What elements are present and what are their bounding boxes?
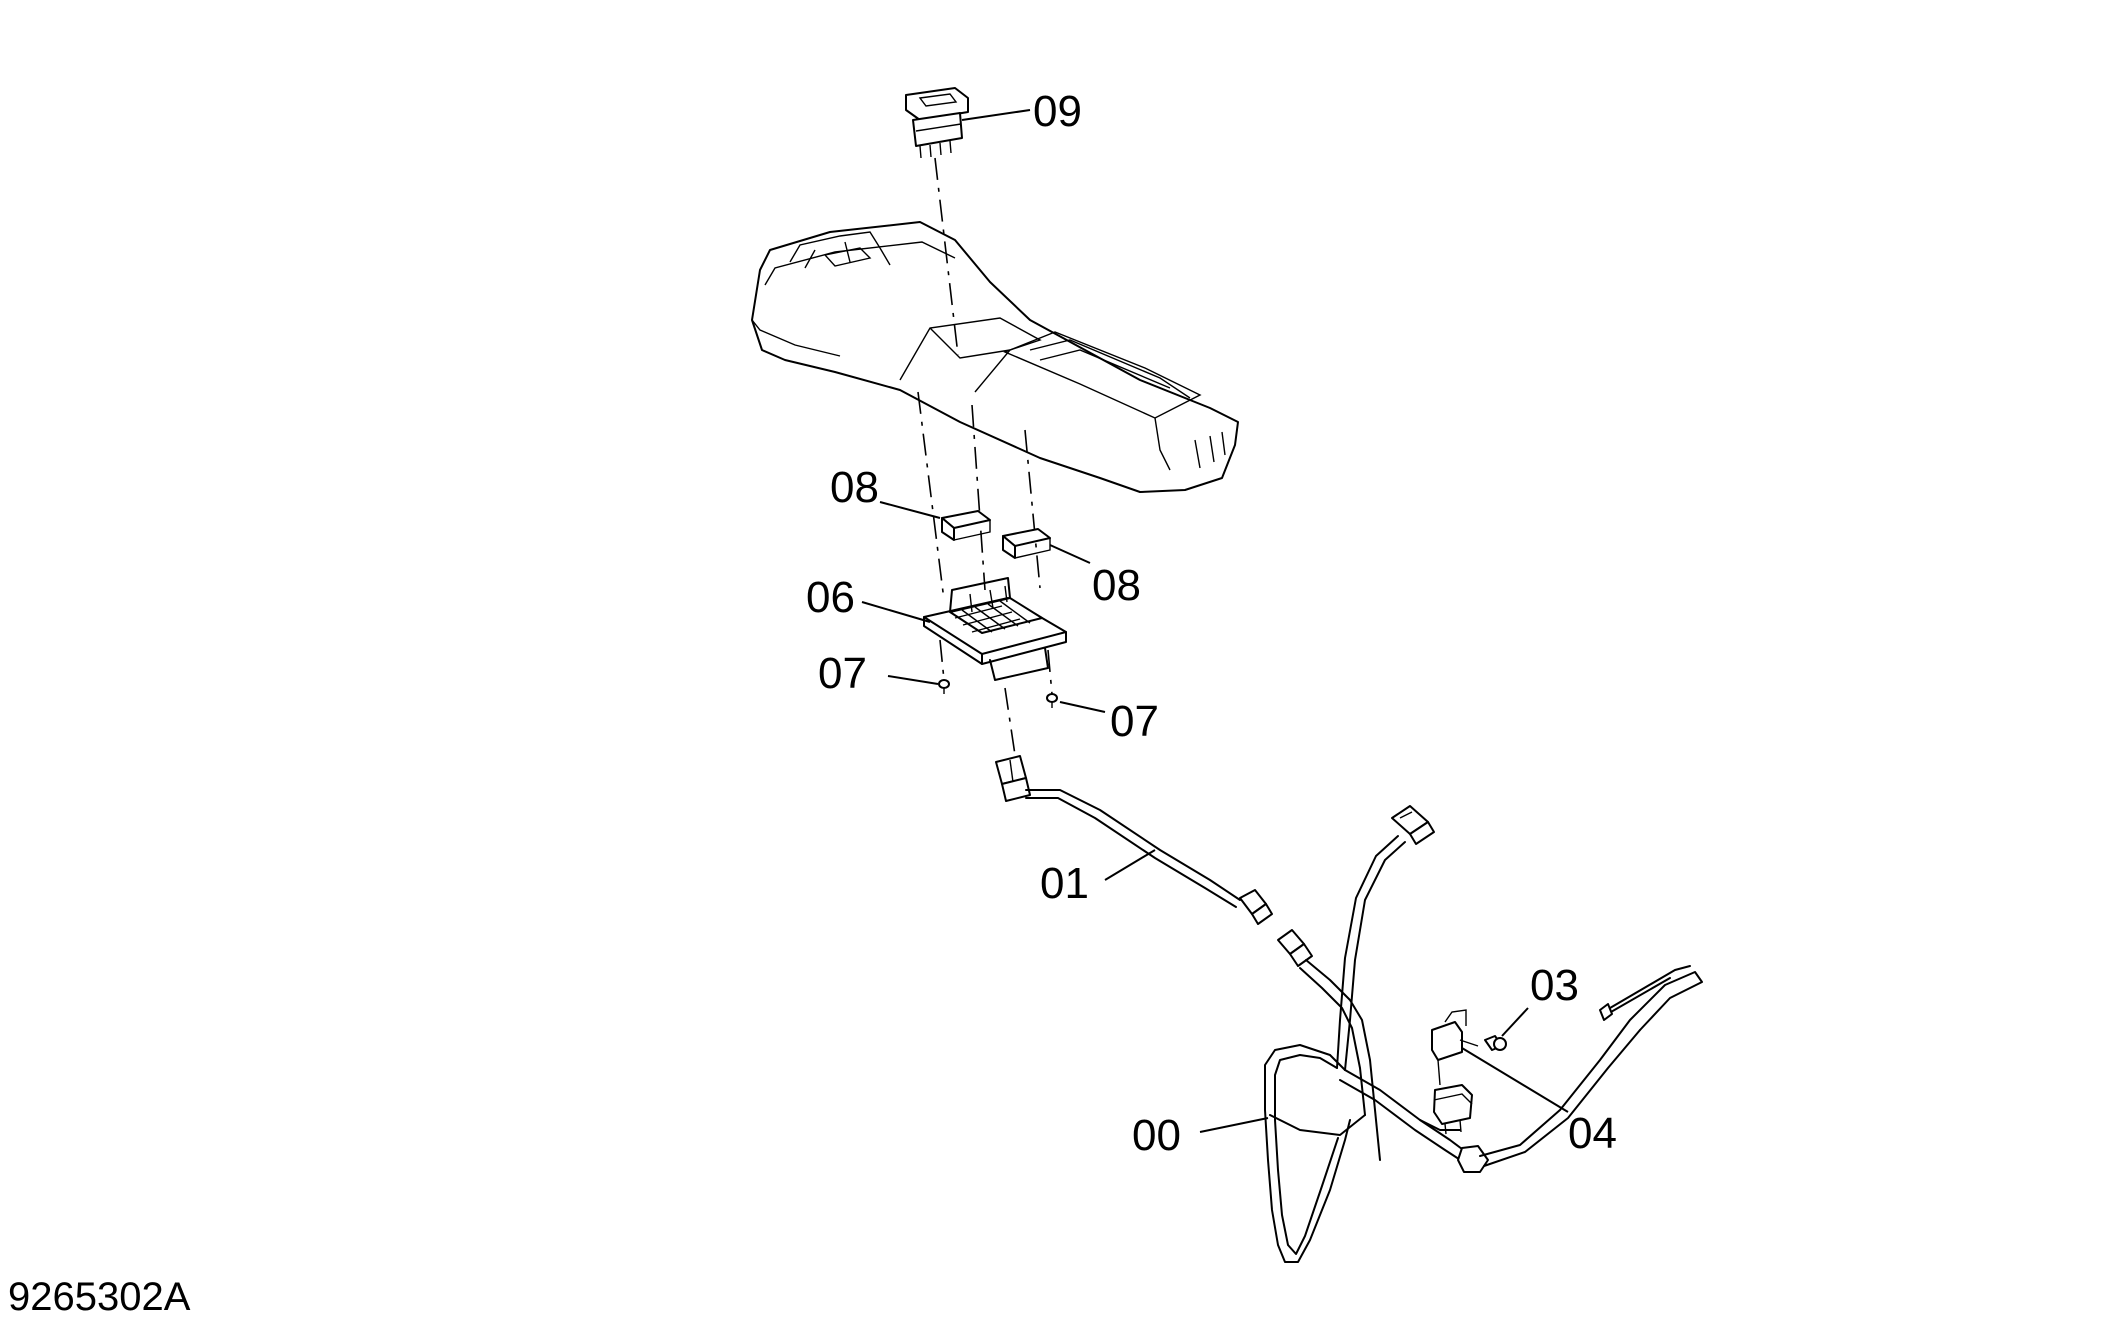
leader-03 [1501,1007,1529,1037]
callout-09: 09 [1033,87,1082,136]
callout-00: 00 [1132,1111,1181,1160]
harness-01 [995,755,1273,925]
figure-id: 9265302A [8,1275,191,1318]
console-housing [751,221,1239,493]
dashline-right [1024,429,1041,589]
screw-07-right [1046,693,1058,708]
callout-07-left: 07 [818,649,867,698]
leader-06 [861,601,931,623]
dashline-09 [934,157,959,356]
dashline-screw-left [939,639,945,681]
leader-08-upper [879,501,941,519]
dashline-screw-right [1047,649,1053,695]
callout-01: 01 [1040,859,1089,908]
callout-08-upper: 08 [830,463,879,512]
screw-07-left [938,679,950,694]
bracket-04 [1431,1009,1479,1086]
leader-01 [1104,849,1156,881]
callout-04: 04 [1568,1109,1617,1158]
cap-08-right [1002,528,1051,559]
dashline-left [917,391,945,601]
dashline-middle [971,404,986,591]
callout-08-lower: 08 [1092,561,1141,610]
leader-00 [1199,1117,1269,1133]
callout-06: 06 [806,573,855,622]
switch-09 [905,87,969,159]
cap-08-left [941,510,991,541]
relay-04 [1433,1084,1473,1135]
leader-07-left [887,675,939,685]
bolt-03 [1484,1035,1507,1051]
switch-panel-06 [923,577,1067,681]
harness-00 [1264,805,1703,1263]
leader-07-right [1059,701,1106,713]
callout-07-right: 07 [1110,697,1159,746]
dashline-panel-connector [1004,687,1016,756]
leader-04 [1461,1047,1569,1113]
leader-08-lower [1049,544,1091,564]
leader-09 [961,109,1031,121]
callout-03: 03 [1530,961,1579,1010]
